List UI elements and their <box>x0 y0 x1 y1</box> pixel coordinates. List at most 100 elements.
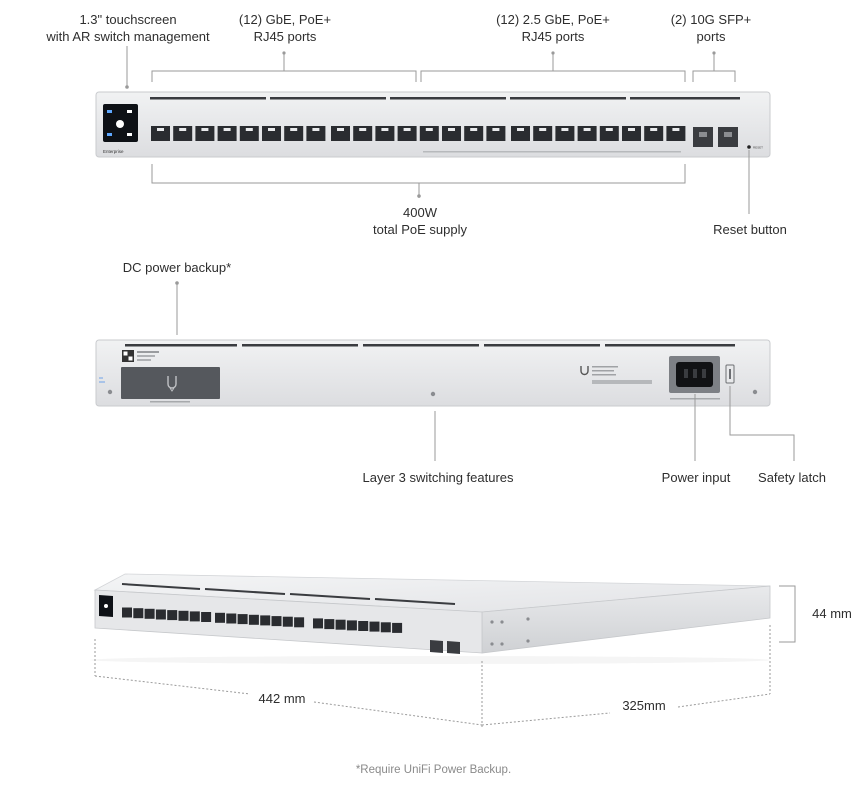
port-clip <box>312 128 320 131</box>
rj45-port-20 <box>577 126 597 141</box>
gbe-ports-label-line2: RJ45 ports <box>253 29 317 44</box>
iso-rj45-port <box>167 610 178 621</box>
iso-rj45-port <box>201 612 212 622</box>
iso-rj45-port <box>122 607 132 618</box>
iso-rj45-port <box>144 608 155 619</box>
ge25-ports-label: (12) 2.5 GbE, PoE+ RJ45 ports <box>478 11 628 45</box>
side-screws <box>490 617 530 646</box>
rj45-port-17 <box>511 126 530 141</box>
iso-rj45-port <box>294 617 305 628</box>
rj45-port-1 <box>151 126 170 141</box>
sfp-ports-label: (2) 10G SFP+ ports <box>656 11 766 45</box>
rj45-port-14 <box>442 126 461 141</box>
rj45-port-18 <box>533 126 553 141</box>
iso-rj45-port <box>392 622 403 633</box>
iso-rj45-port <box>335 619 346 630</box>
compliance-marks-icon <box>592 380 652 384</box>
port-clip <box>157 128 164 131</box>
iso-rj45-port <box>380 622 391 633</box>
touchscreen-display <box>103 104 138 142</box>
dc-power-backup-label: DC power backup* <box>122 260 232 275</box>
touchscreen-label: 1.3" touchscreen with AR switch manageme… <box>30 11 226 45</box>
back-panel <box>95 339 771 407</box>
iso-rj45-port <box>324 619 335 630</box>
port-clip <box>381 128 389 131</box>
width-dimension-label: 442 mm <box>250 690 314 707</box>
front-vents <box>150 97 740 100</box>
rj45-port-11 <box>375 126 395 141</box>
iso-rj45-port <box>133 608 144 619</box>
rj45-port-3 <box>195 126 215 141</box>
rj45-port-9 <box>331 126 350 141</box>
depth-dimension-label: 325mm <box>610 697 678 714</box>
reset-pinhole <box>747 145 751 149</box>
front-callouts <box>126 46 750 214</box>
screw-icon <box>752 389 758 395</box>
ubiquiti-logo-icon <box>580 366 589 376</box>
iso-rj45-port <box>369 621 380 632</box>
ge25-ports-label-line2: RJ45 ports <box>521 29 585 44</box>
reset-button-label: Reset button <box>713 222 787 237</box>
iso-port-grid <box>122 607 403 633</box>
port-clip <box>359 128 367 131</box>
touchscreen-label-line1: 1.3" touchscreen <box>79 12 177 27</box>
safety-latch-label: Safety latch <box>758 470 826 485</box>
port-clip <box>583 128 591 131</box>
footnote: *Require UniFi Power Backup. <box>355 764 512 776</box>
layer3-label: Layer 3 switching features <box>362 470 514 485</box>
port-clip <box>290 128 298 131</box>
back-vents <box>125 344 735 347</box>
rj45-port-5 <box>239 126 259 141</box>
port-clip <box>470 128 478 131</box>
port-clip <box>539 128 547 131</box>
port-clip <box>650 128 658 131</box>
sfp-port-group <box>693 127 738 147</box>
rj45-port-10 <box>353 126 373 141</box>
rj45-port-15 <box>464 126 484 141</box>
power-input-label: Power input <box>661 470 731 485</box>
screw-icon <box>430 391 436 397</box>
iso-rj45-port <box>189 611 200 622</box>
back-callout-dots <box>175 281 179 285</box>
port-clip <box>517 128 524 131</box>
touchscreen-label-line2: with AR switch management <box>46 29 210 44</box>
brand-text: Enterprise <box>103 149 124 154</box>
poe-supply-label: 400W total PoE supply <box>340 204 500 238</box>
rj45-port-2 <box>173 126 193 141</box>
rj45-port-22 <box>622 126 641 141</box>
port-clip <box>223 128 231 131</box>
port-clip <box>672 128 680 131</box>
iso-rj45-port <box>358 621 369 631</box>
dimension-lines <box>94 585 796 727</box>
front-panel: Enterprise RESET <box>95 91 771 158</box>
screw-icon <box>107 389 113 395</box>
port-clip <box>201 128 209 131</box>
gbe-ports-label-line1: (12) GbE, PoE+ <box>238 12 332 27</box>
front-callout-dots <box>125 51 716 198</box>
iso-rj45-port <box>282 616 293 627</box>
height-dimension-label: 44 mm <box>812 606 852 621</box>
port-clip <box>179 128 187 131</box>
port-clip <box>425 128 433 131</box>
port-clip <box>492 128 500 131</box>
port-clip <box>448 128 455 131</box>
rj45-port-16 <box>486 126 506 141</box>
iso-rj45-port <box>271 616 282 627</box>
poe-supply-label-line1: 400W <box>403 205 437 220</box>
iso-vents <box>121 583 456 605</box>
rj45-port-13 <box>419 126 439 141</box>
port-clip <box>561 128 569 131</box>
rj45-port-24 <box>666 126 686 141</box>
rj45-port-7 <box>284 126 304 141</box>
port-clip <box>605 128 613 131</box>
rj45-port-4 <box>217 126 237 141</box>
rj45-port-grid <box>151 126 686 141</box>
rj45-port-12 <box>397 126 417 141</box>
iso-rj45-port <box>313 618 323 629</box>
iso-rj45-port <box>237 614 248 625</box>
iso-rj45-port <box>226 613 237 624</box>
iso-rj45-port <box>215 612 225 623</box>
poe-supply-label-line2: total PoE supply <box>373 222 467 237</box>
port-clip <box>403 128 411 131</box>
